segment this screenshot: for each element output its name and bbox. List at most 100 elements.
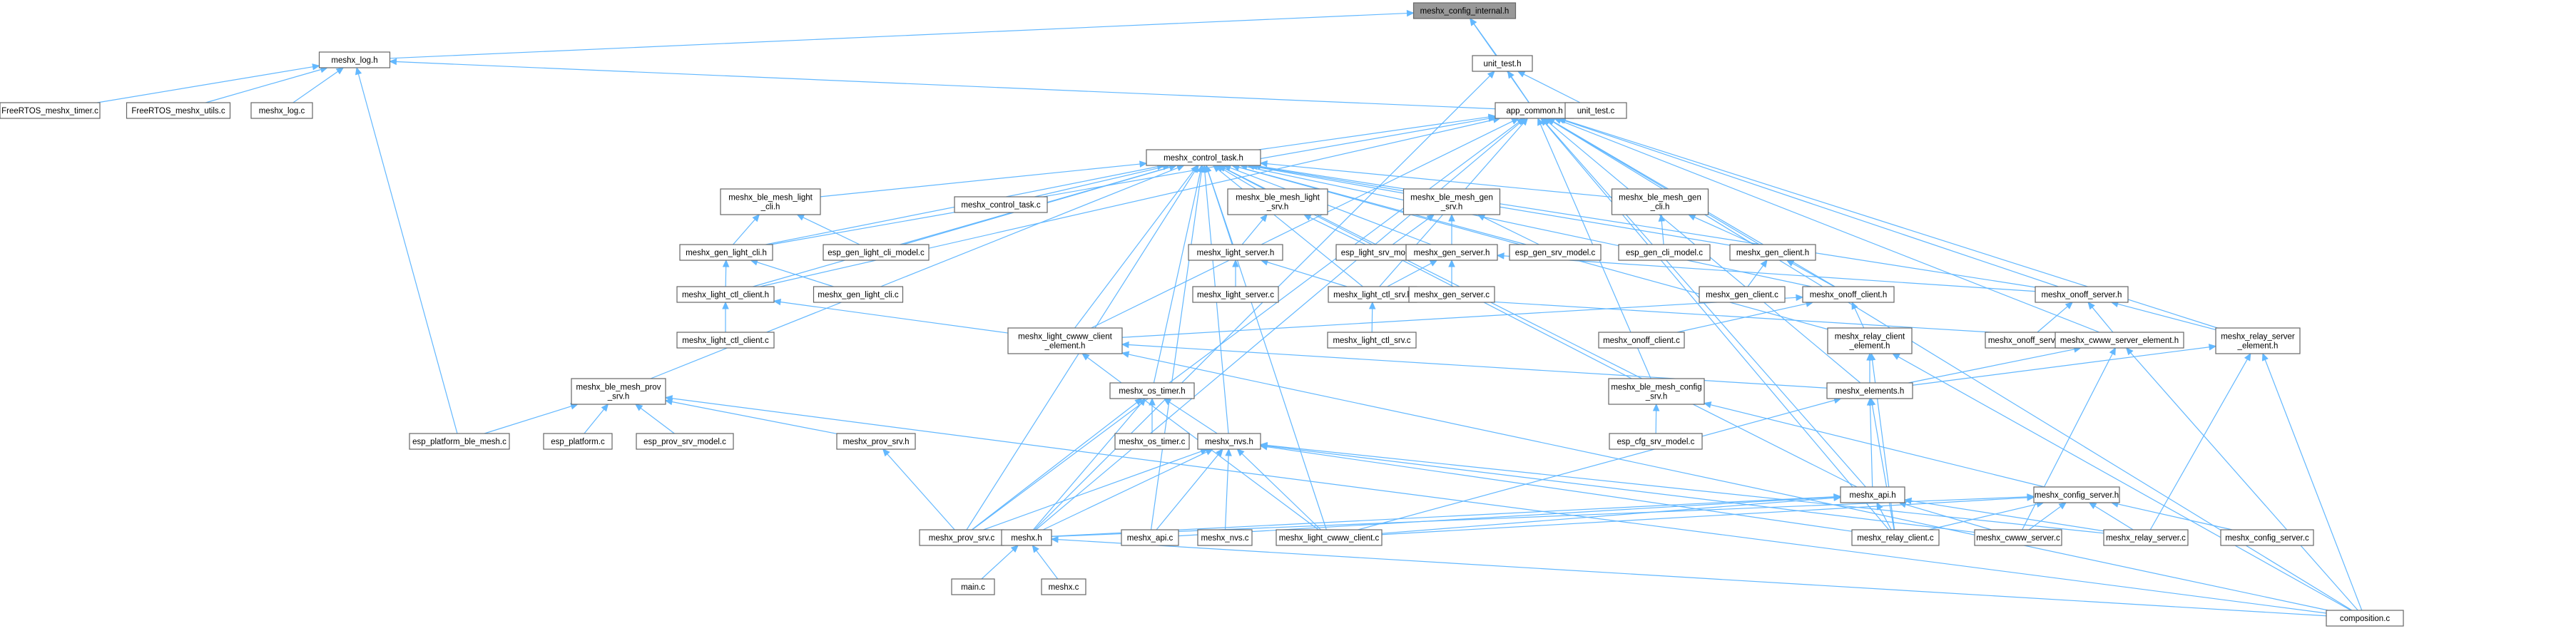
arrowhead [1260,214,1268,222]
file-node-ble-light-cli-h[interactable]: meshx_ble_mesh_light_cli.h [720,188,821,215]
file-node-cwww-server-c[interactable]: meshx_cwww_server.c [1974,529,2062,546]
file-node-esp-gen-srv-model-c[interactable]: esp_gen_srv_model.c [1509,244,1602,261]
arrowhead [1448,259,1455,267]
file-node-light-ctl-client-c[interactable]: meshx_light_ctl_client.c [676,332,775,349]
file-node-ble-light-srv-h[interactable]: meshx_ble_mesh_light_srv.h [1227,188,1328,215]
arrowhead [2088,502,2097,510]
file-node-esp-gen-light-cli-model-c[interactable]: esp_gen_light_cli_model.c [823,244,930,261]
file-node-esp-prov-srv-model-c[interactable]: esp_prov_srv_model.c [636,433,734,450]
file-node-gen-light-cli-c[interactable]: meshx_gen_light_cli.c [813,286,904,303]
node-label: meshx_config_server.h [2035,491,2119,500]
file-node-light-cwww-client-c[interactable]: meshx_light_cwww_client.c [1276,529,1383,546]
file-node-gen-light-cli-h[interactable]: meshx_gen_light_cli.h [679,244,773,261]
file-node-gen-client-c[interactable]: meshx_gen_client.c [1699,286,1786,303]
edge-line [1908,349,2075,384]
file-node-config-server-h[interactable]: meshx_config_server.h [2033,486,2120,503]
file-node-light-cwww-client-element-h[interactable]: meshx_light_cwww_client_element.h [1007,327,1123,354]
file-node-frt-utils-c[interactable]: FreeRTOS_meshx_utils.c [126,102,231,119]
file-node-esp-cfg-srv-model-c[interactable]: esp_cfg_srv_model.c [1609,433,1703,450]
edges-layer [97,9,2363,617]
file-node-gen-server-c[interactable]: meshx_gen_server.c [1408,286,1495,303]
file-node-cfg-int[interactable]: meshx_config_internal.h [1412,2,1517,19]
file-node-ble-prov-srv-h[interactable]: meshx_ble_mesh_prov_srv.h [571,378,666,405]
file-node-relay-client-element-h[interactable]: meshx_relay_client_element.h [1827,327,1913,354]
file-node-ble-gen-srv-h[interactable]: meshx_ble_mesh_gen_srv.h [1402,188,1501,215]
file-node-relay-server-c[interactable]: meshx_relay_server.c [2103,529,2189,546]
file-node-onoff-server-c[interactable]: meshx_onoff_server.c [1985,332,2072,349]
edge-line [97,66,313,103]
edge-line [1051,496,1835,537]
file-node-ble-gen-cli-h[interactable]: meshx_ble_mesh_gen_cli.h [1611,188,1709,215]
file-node-ctl-task-h[interactable]: meshx_control_task.h [1146,149,1261,166]
file-node-esp-platform-c[interactable]: esp_platform.c [543,433,613,450]
file-node-os-timer-h[interactable]: meshx_os_timer.h [1109,382,1195,399]
node-label: meshx_ble_mesh_config [1611,384,1701,392]
file-node-prov-srv-c[interactable]: meshx_prov_srv.c [919,529,1004,546]
file-node-ble-config-srv-h[interactable]: meshx_ble_mesh_config_srv.h [1608,378,1705,405]
file-node-light-ctl-srv-h[interactable]: meshx_light_ctl_srv.h [1328,286,1417,303]
file-node-light-server-h[interactable]: meshx_light_server.h [1188,244,1283,261]
arrowhead [1212,165,1221,173]
file-node-ctl-task-c[interactable]: meshx_control_task.c [954,196,1048,213]
edge-line [2028,506,2062,530]
file-node-gen-client-h[interactable]: meshx_gen_client.h [1729,244,1816,261]
file-node-esp-gen-cli-model-c[interactable]: esp_gen_cli_model.c [1618,244,1711,261]
file-node-onoff-server-h[interactable]: meshx_onoff_server.h [2035,286,2129,303]
arrowhead [1487,71,1495,79]
file-node-frt-timer-c[interactable]: FreeRTOS_meshx_timer.c [0,102,101,119]
arrowhead [1851,301,1858,310]
file-node-unit-test-h[interactable]: unit_test.h [1472,55,1533,72]
arrowhead [1516,118,1525,125]
arrowhead [882,448,890,457]
file-node-relay-client-c[interactable]: meshx_relay_client.c [1851,529,1940,546]
file-node-gen-server-h[interactable]: meshx_gen_server.h [1405,244,1498,261]
edge-line [1034,166,1164,198]
include-edge [1205,164,1327,530]
edge-line [803,217,860,245]
file-node-log-c[interactable]: meshx_log.c [250,102,313,119]
file-node-nvs-c[interactable]: meshx_nvs.c [1197,529,1253,546]
file-node-elements-h[interactable]: meshx_elements.h [1826,382,1913,399]
include-edge [971,398,1143,530]
edge-line [1869,404,1873,488]
node-label: meshx_relay_server.c [2106,534,2186,543]
file-node-composition-c[interactable]: composition.c [2326,610,2404,627]
include-edge [1448,259,1455,287]
file-node-os-timer-c[interactable]: meshx_os_timer.c [1114,433,1190,450]
file-node-api-c[interactable]: meshx_api.c [1121,529,1179,546]
file-node-nvs-h[interactable]: meshx_nvs.h [1197,433,1261,450]
file-node-esp-platform-ble-mesh-c[interactable]: esp_platform_ble_mesh.c [409,433,510,450]
node-label: meshx_light_ctl_client.h [682,291,769,299]
arrowhead [1477,214,1486,221]
edge-line [1879,508,1892,530]
file-node-app-common-h[interactable]: app_common.h [1495,102,1574,119]
file-node-main-c[interactable]: main.c [951,578,995,595]
node-box [1609,433,1703,450]
file-node-unit-test-c[interactable]: unit_test.c [1564,102,1627,119]
file-node-esp-light-srv-model-c[interactable]: esp_light_srv_model.c [1335,244,1428,261]
include-edge [1358,396,1842,530]
node-label: meshx_control_task.h [1164,154,1243,163]
file-node-cwww-server-element-h[interactable]: meshx_cwww_server_element.h [2055,332,2184,349]
file-node-prov-srv-h[interactable]: meshx_prov_srv.h [836,433,916,450]
file-node-light-ctl-srv-c[interactable]: meshx_light_ctl_srv.c [1327,332,1417,349]
include-edge [1121,294,1804,338]
file-node-light-server-c[interactable]: meshx_light_server.c [1192,286,1279,303]
file-node-onoff-client-h[interactable]: meshx_onoff_client.h [1802,286,1895,303]
arrowhead [1537,117,1544,126]
file-node-api-h[interactable]: meshx_api.h [1840,486,1905,503]
file-node-meshx-c[interactable]: meshx.c [1041,578,1086,595]
arrowhead [1796,294,1804,302]
file-node-light-ctl-client-h[interactable]: meshx_light_ctl_client.h [676,286,775,303]
include-edge [1253,163,2036,288]
include-edge [2088,502,2134,530]
node-label: meshx_light_ctl_srv.h [1333,291,1412,299]
file-node-meshx-h[interactable]: meshx.h [1001,529,1052,546]
include-edge [1517,71,1581,103]
file-node-log-h[interactable]: meshx_log.h [318,51,391,68]
node-label: meshx_relay_client [1835,333,1905,342]
file-node-onoff-client-c[interactable]: meshx_onoff_client.c [1598,332,1685,349]
include-edge [2037,302,2074,333]
file-node-relay-server-element-h[interactable]: meshx_relay_server_element.h [2215,327,2301,354]
file-node-config-server-c[interactable]: meshx_config_server.c [2220,529,2314,546]
